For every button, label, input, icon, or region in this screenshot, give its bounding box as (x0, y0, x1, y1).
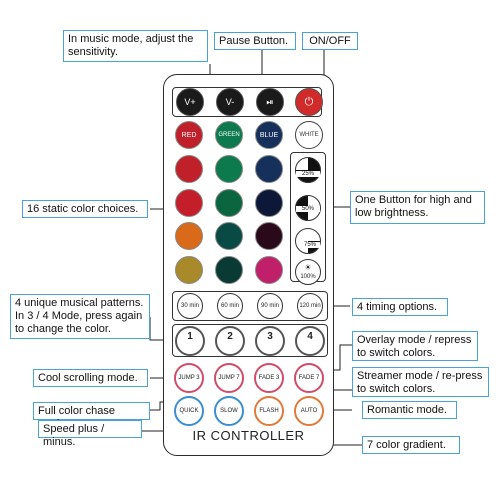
brightness-25-label: 25% (296, 171, 320, 177)
callout-onoff: ON/OFF (302, 32, 358, 50)
pause-button[interactable]: ⏯ (256, 88, 284, 116)
callout-gradient: 7 color gradient. (362, 436, 460, 454)
power-icon: ⏻ (304, 95, 314, 108)
callout-brightness: One Button for high and low brightness. (350, 191, 485, 224)
color-button-3[interactable] (255, 155, 283, 183)
color-button-9[interactable] (255, 222, 283, 250)
brightness-75-button[interactable]: 75% (295, 228, 321, 254)
timer-30-button[interactable]: 30 min (177, 293, 203, 319)
jump7-button[interactable]: JUMP 7 (214, 363, 244, 393)
music-group (172, 324, 328, 357)
quick-button[interactable]: QUICK (174, 396, 204, 426)
brightness-50-label: 50% (296, 206, 320, 212)
color-button-5[interactable] (215, 189, 243, 217)
callout-speed: Speed plus / minus. (38, 420, 142, 448)
color-button-6[interactable] (255, 189, 283, 217)
callout-timing: 4 timing options. (352, 298, 448, 316)
color-button-8[interactable] (215, 222, 243, 250)
brightness-100-label: 100% (300, 274, 316, 280)
callout-streamer: Streamer mode / re-press to switch color… (352, 367, 489, 397)
timer-60-button[interactable]: 60 min (217, 293, 243, 319)
music-mode-1-button[interactable]: 1 (175, 326, 205, 356)
callout-chase: Full color chase mode. (33, 402, 150, 430)
auto-button[interactable]: AUTO (294, 396, 324, 426)
music-mode-4-label: 4 (307, 331, 313, 342)
color-button-12[interactable] (255, 256, 283, 284)
callout-pause: Pause Button. (214, 32, 296, 50)
brightness-100-button[interactable]: ☀ 100% (295, 259, 321, 285)
color-button-1[interactable] (175, 155, 203, 183)
music-mode-3-label: 3 (267, 331, 273, 342)
callout-cool: Cool scrolling mode. (33, 369, 148, 387)
color-button-11[interactable] (215, 256, 243, 284)
callout-musical: 4 unique musical patterns. In 3 / 4 Mode… (10, 294, 150, 339)
play-pause-icon: ⏯ (266, 96, 274, 107)
color-button-7[interactable] (175, 222, 203, 250)
green-button[interactable]: GREEN (215, 121, 243, 149)
color-button-4[interactable] (175, 189, 203, 217)
music-mode-2-label: 2 (227, 331, 233, 342)
volume-minus-button[interactable]: V- (216, 88, 244, 116)
volume-plus-button[interactable]: V+ (176, 88, 204, 116)
timer-90-button[interactable]: 90 min (257, 293, 283, 319)
callout-overlay: Overlay mode / repress to switch colors. (352, 331, 478, 361)
callout-romantic: Romantic mode. (362, 401, 457, 419)
brightness-50-button[interactable]: 50% (295, 195, 321, 221)
slow-button[interactable]: SLOW (214, 396, 244, 426)
jump3-button[interactable]: JUMP 3 (174, 363, 204, 393)
brightness-75-label: 75% (300, 242, 320, 248)
music-mode-2-button[interactable]: 2 (215, 326, 245, 356)
power-button[interactable]: ⏻ (295, 88, 323, 116)
brightness-25-button[interactable]: 25% (295, 157, 321, 183)
music-mode-1-label: 1 (187, 331, 193, 342)
music-mode-3-button[interactable]: 3 (255, 326, 285, 356)
blue-button[interactable]: BLUE (255, 121, 283, 149)
red-button[interactable]: RED (175, 121, 203, 149)
timer-120-button[interactable]: 120 min (297, 293, 323, 319)
color-button-10[interactable] (175, 256, 203, 284)
timer-group (172, 291, 328, 321)
callout-sensitivity: In music mode, adjust the sensitivity. (63, 30, 208, 62)
fade3-button[interactable]: FADE 3 (254, 363, 284, 393)
music-mode-4-button[interactable]: 4 (295, 326, 325, 356)
flash-button[interactable]: FLASH (254, 396, 284, 426)
color-button-2[interactable] (215, 155, 243, 183)
remote-title: IR CONTROLLER (192, 428, 305, 443)
sun-icon: ☀ (304, 263, 312, 272)
white-button[interactable]: WHITE (295, 121, 323, 149)
callout-static: 16 static color choices. (22, 200, 148, 218)
fade7-button[interactable]: FADE 7 (294, 363, 324, 393)
